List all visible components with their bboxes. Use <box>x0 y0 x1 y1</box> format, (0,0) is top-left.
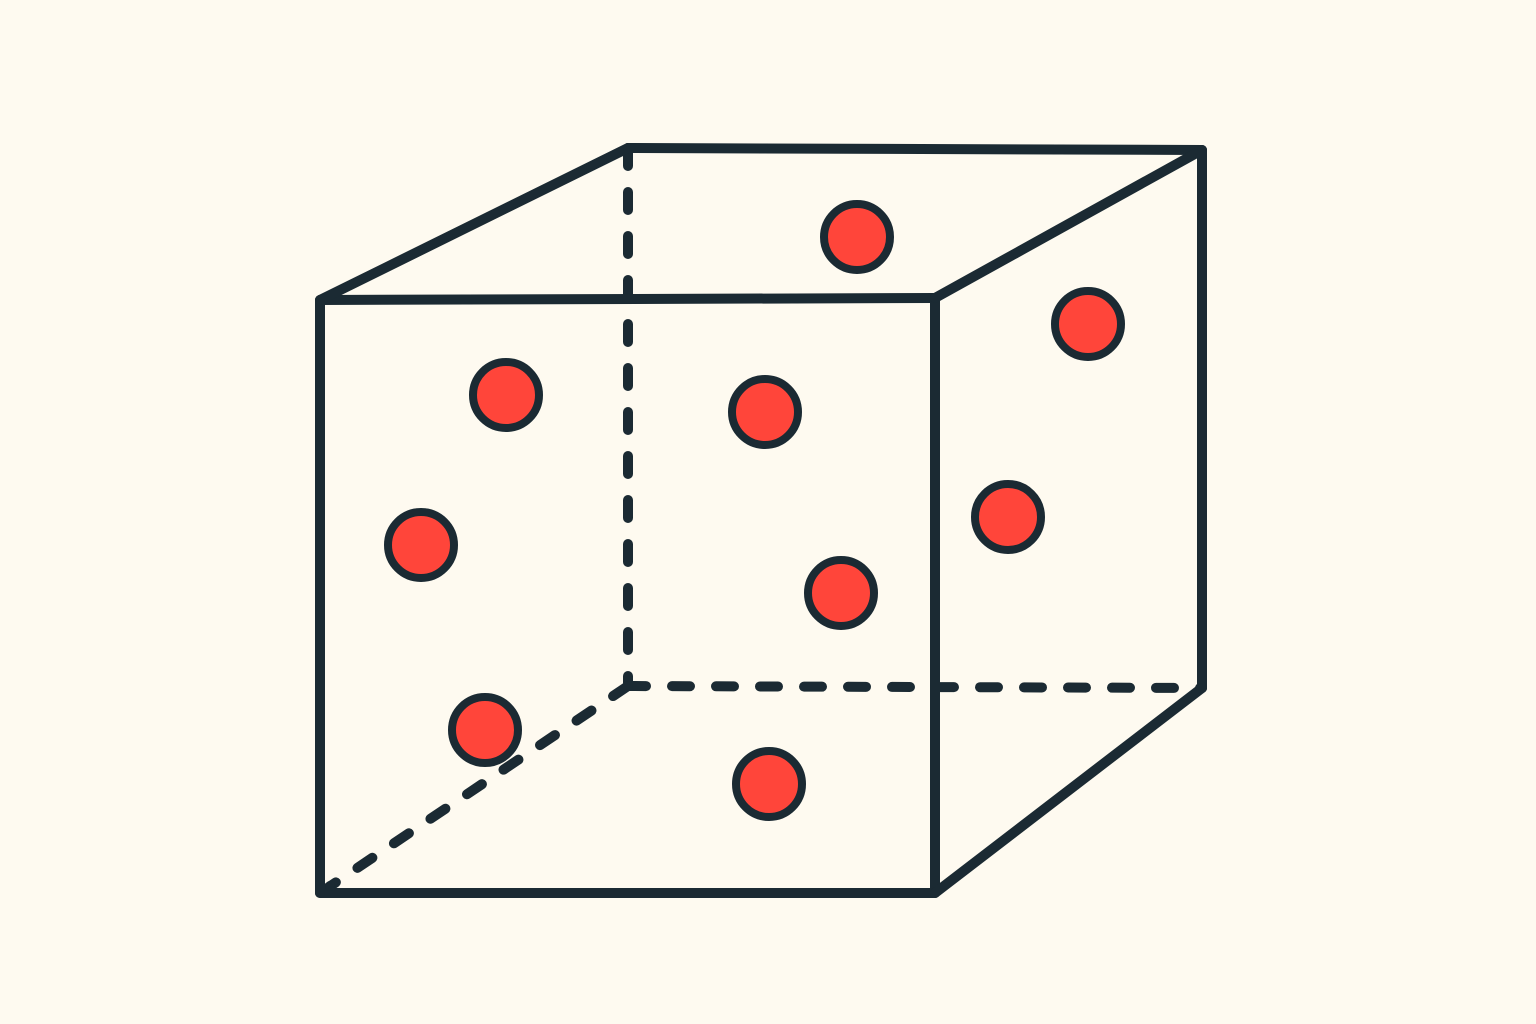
edge-hidden-diagonal <box>315 681 633 898</box>
visible-edges <box>315 143 1207 898</box>
point-5 <box>384 508 458 582</box>
point-8 <box>448 693 522 767</box>
point-7 <box>804 556 878 630</box>
edge-top-right <box>930 145 1207 303</box>
edge-top-left <box>315 143 633 305</box>
point-4 <box>728 375 802 449</box>
hidden-edges <box>315 143 1207 898</box>
edge-front-top <box>315 293 940 305</box>
point-1 <box>820 200 894 274</box>
edge-top-back <box>623 143 1207 155</box>
edge-hidden-back-bottom <box>623 681 1207 693</box>
point-9 <box>732 747 806 821</box>
point-3 <box>469 358 543 432</box>
points <box>325 200 1125 891</box>
edge-bottom-right <box>930 683 1207 898</box>
point-2 <box>1051 287 1125 361</box>
corner-dot <box>325 881 335 891</box>
point-6 <box>971 480 1045 554</box>
